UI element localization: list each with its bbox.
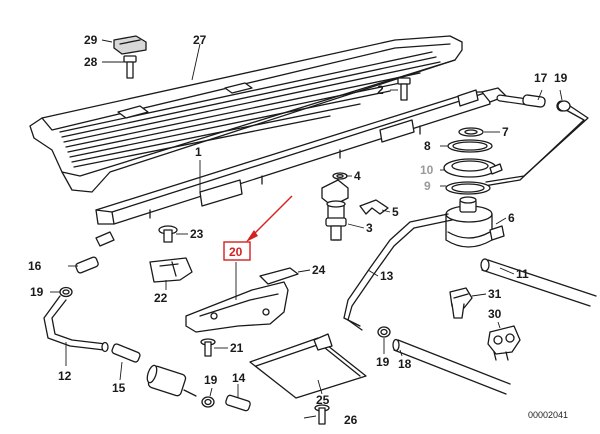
part-16-hose xyxy=(75,256,99,274)
part-10-clamp-ring xyxy=(443,158,503,178)
part-15-hose xyxy=(111,343,141,363)
callout-12: 12 xyxy=(58,369,72,383)
part-1-fuel-rail xyxy=(95,87,507,247)
highlight-box xyxy=(223,241,251,261)
part-20-bracket xyxy=(185,281,289,333)
callout-27: 27 xyxy=(193,33,207,47)
fuel-line-top xyxy=(483,94,589,187)
part-23-bolt xyxy=(158,225,178,243)
part-24-plate xyxy=(259,267,299,285)
callout-16: 16 xyxy=(28,259,42,273)
callout-29: 29 xyxy=(84,33,98,47)
callout-6: 6 xyxy=(508,211,515,225)
cover-ribs xyxy=(59,51,441,168)
callout-8: 8 xyxy=(424,139,431,153)
callout-4: 4 xyxy=(354,169,361,183)
leader-lines xyxy=(50,39,563,419)
part-5-clip xyxy=(359,199,389,215)
callout-17: 17 xyxy=(534,71,548,85)
callout-19-filter: 19 xyxy=(204,373,218,387)
callout-14: 14 xyxy=(232,371,246,385)
callout-9: 9 xyxy=(424,179,431,193)
callout-11: 11 xyxy=(516,267,529,281)
part-30-hose-clip xyxy=(487,325,521,361)
part-29-clip xyxy=(113,35,147,55)
part-27-engine-cover xyxy=(29,35,463,193)
part-19-clamp-left xyxy=(59,286,73,298)
part-14-hose xyxy=(225,394,251,412)
part-13-fuel-line xyxy=(343,213,453,331)
highlight-arrow xyxy=(223,195,293,261)
callout-31: 31 xyxy=(488,287,502,301)
callout-2: 2 xyxy=(377,83,384,97)
part-7-ring xyxy=(458,127,484,137)
part-28-bolt xyxy=(123,55,137,79)
part-22-bracket xyxy=(149,257,193,283)
callout-20: 20 xyxy=(229,245,243,259)
callout-labels: 29 28 27 2 1 4 5 3 6 7 8 10 9 17 19 11 1… xyxy=(28,33,568,427)
callout-3: 3 xyxy=(366,221,373,235)
part-6-pressure-regulator xyxy=(445,196,505,248)
callout-19-top: 19 xyxy=(554,71,568,85)
callout-5: 5 xyxy=(392,205,399,219)
callout-7: 7 xyxy=(502,125,509,139)
diagram-reference-number: 00002041 xyxy=(528,410,568,420)
callout-19-left: 19 xyxy=(30,285,44,299)
callout-26: 26 xyxy=(344,413,358,427)
callout-15: 15 xyxy=(112,381,126,395)
part-4-washer xyxy=(332,172,348,180)
part-3-injector xyxy=(321,179,349,241)
callout-21: 21 xyxy=(230,341,244,355)
part-25-plate xyxy=(249,333,367,399)
part-8-o-ring xyxy=(447,139,493,153)
callout-25: 25 xyxy=(316,393,330,407)
part-18-hose xyxy=(392,338,511,395)
callout-22: 22 xyxy=(154,291,168,305)
callout-18: 18 xyxy=(398,357,412,371)
callout-23: 23 xyxy=(190,227,204,241)
part-19-clamp-lower xyxy=(377,326,391,338)
part-9-ring xyxy=(445,181,491,195)
callout-28: 28 xyxy=(84,55,98,69)
callout-19-lower: 19 xyxy=(376,355,390,369)
fuel-filter xyxy=(146,364,197,397)
part-2-bolt xyxy=(397,77,411,101)
part-31-grommet xyxy=(449,287,473,319)
part-12-fuel-line xyxy=(43,295,109,353)
part-26-bolt xyxy=(314,404,330,425)
part-19-clamp-top xyxy=(557,100,571,112)
callout-1: 1 xyxy=(195,145,202,159)
callout-10: 10 xyxy=(420,163,434,177)
callout-24: 24 xyxy=(312,263,326,277)
callout-30: 30 xyxy=(488,307,502,321)
part-19-clamp-filter xyxy=(201,396,215,408)
part-11-hose xyxy=(480,258,597,307)
part-21-bolt xyxy=(200,338,216,357)
callout-13: 13 xyxy=(380,269,394,283)
